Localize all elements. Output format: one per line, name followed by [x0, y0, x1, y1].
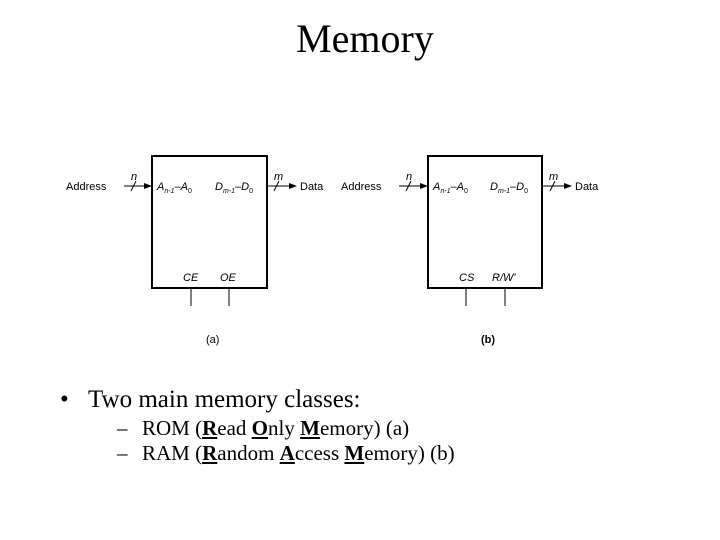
ram-diagram: Address n An-1–A0 Dm-1–D0 m Data CS R/W'… [341, 155, 599, 346]
text-run: ccess [294, 441, 345, 465]
emphasized-letter: O [251, 416, 269, 440]
sub-bullet-text: RAM (Random Access Memory) (b) [142, 441, 455, 465]
bullet-main: • Two main memory classes: [60, 384, 455, 416]
text-run: andom [217, 441, 280, 465]
ram-address-width: n [406, 171, 412, 183]
emphasized-letter: A [279, 441, 295, 465]
ram-address-label: Address [341, 181, 382, 193]
text-run: nly [268, 416, 301, 440]
rom-data-bus-slash [273, 180, 280, 192]
ram-address-bus-slash [405, 180, 412, 192]
sub-bullet-marker: – [117, 441, 128, 465]
bullet-list: • Two main memory classes: – ROM (Read O… [60, 384, 455, 466]
sub-bullet-marker: – [117, 416, 128, 440]
rom-ce-label: CE [183, 272, 199, 284]
emphasized-letter: M [300, 416, 320, 440]
rom-caption: (a) [206, 334, 219, 346]
rom-data-label: Data [300, 181, 324, 193]
ram-data-label: Data [575, 181, 599, 193]
ram-data-pins: Dm-1–D0 [490, 181, 528, 195]
rom-chip-box [151, 155, 268, 289]
rom-address-pins: An-1–A0 [156, 181, 192, 195]
rom-data-width: m [274, 171, 283, 183]
rom-diagram: Address n An-1–A0 Dm-1–D0 m Data CE OE (… [66, 155, 324, 346]
rom-address-label: Address [66, 181, 107, 193]
emphasized-letter: M [344, 441, 365, 465]
bullet-marker: • [60, 386, 69, 413]
rom-data-pins: Dm-1–D0 [215, 181, 253, 195]
rom-address-bus-slash [130, 180, 137, 192]
slide-title: Memory [296, 16, 434, 61]
text-run: emory) (a) [319, 416, 410, 440]
ram-data-bus-slash [549, 180, 556, 192]
text-run: ead [217, 416, 252, 440]
rom-oe-label: OE [220, 272, 237, 284]
text-run: emory) (b) [364, 441, 455, 465]
text-run: ROM ( [142, 416, 203, 440]
sub-bullet-ram: – RAM (Random Access Memory) (b) [60, 441, 455, 466]
ram-data-width: m [549, 171, 558, 183]
ram-chip-box [427, 155, 543, 289]
emphasized-letter: R [202, 416, 218, 440]
ram-rw-label: R/W' [492, 272, 516, 284]
text-run: RAM ( [142, 441, 203, 465]
ram-cs-label: CS [459, 272, 475, 284]
emphasized-letter: R [202, 441, 218, 465]
ram-caption: (b) [481, 334, 495, 346]
sub-bullet-text: ROM (Read Only Memory) (a) [142, 416, 409, 440]
bullet-main-text: Two main memory classes: [88, 386, 361, 413]
ram-address-pins: An-1–A0 [432, 181, 468, 195]
rom-address-width: n [131, 171, 137, 183]
sub-bullet-rom: – ROM (Read Only Memory) (a) [60, 416, 455, 441]
